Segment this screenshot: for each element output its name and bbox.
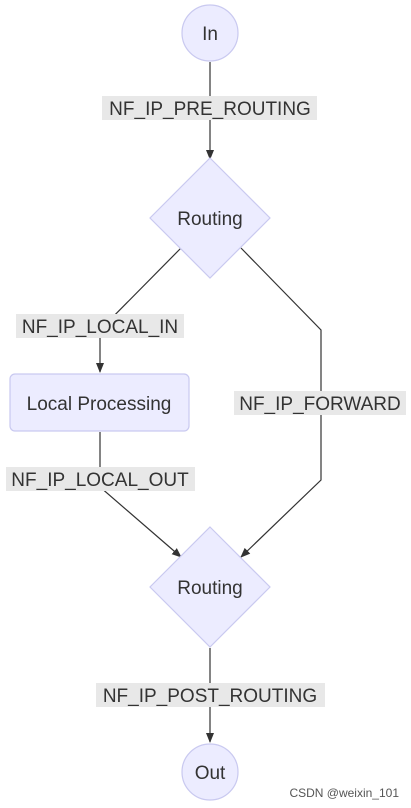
edge-routing-top-to-local-processing: [96, 247, 182, 373]
node-routing-top-label: Routing: [177, 209, 243, 230]
node-out-label: Out: [195, 763, 226, 784]
edge-label-forward: NF_IP_FORWARD: [234, 391, 406, 415]
watermark-text: CSDN @weixin_101: [289, 786, 399, 800]
edge-label-pre-routing-text: NF_IP_PRE_ROUTING: [109, 99, 311, 120]
edge-local-processing-to-routing-bottom: [99, 432, 182, 558]
edge-label-pre-routing: NF_IP_PRE_ROUTING: [102, 96, 317, 120]
edge-label-local-in: NF_IP_LOCAL_IN: [16, 314, 184, 338]
edge-labels: NF_IP_PRE_ROUTING NF_IP_LOCAL_IN NF_IP_F…: [6, 96, 406, 707]
edge-label-local-in-text: NF_IP_LOCAL_IN: [22, 317, 178, 338]
edge-label-local-out: NF_IP_LOCAL_OUT: [6, 467, 195, 491]
nodes: In Routing Local Processing Routing Out: [9, 4, 271, 801]
node-out: Out: [181, 743, 239, 801]
node-routing-bottom-label: Routing: [177, 578, 243, 599]
node-local-processing: Local Processing: [9, 373, 190, 432]
node-routing-bottom: Routing: [149, 526, 271, 648]
node-local-processing-label: Local Processing: [27, 394, 172, 415]
edge-label-post-routing-text: NF_IP_POST_ROUTING: [103, 686, 317, 707]
node-routing-top: Routing: [149, 157, 271, 279]
node-in-label: In: [202, 24, 218, 45]
edge-label-forward-text: NF_IP_FORWARD: [239, 394, 401, 415]
node-in: In: [181, 4, 239, 62]
edge-label-post-routing: NF_IP_POST_ROUTING: [96, 683, 325, 707]
edge-label-local-out-text: NF_IP_LOCAL_OUT: [11, 470, 189, 491]
